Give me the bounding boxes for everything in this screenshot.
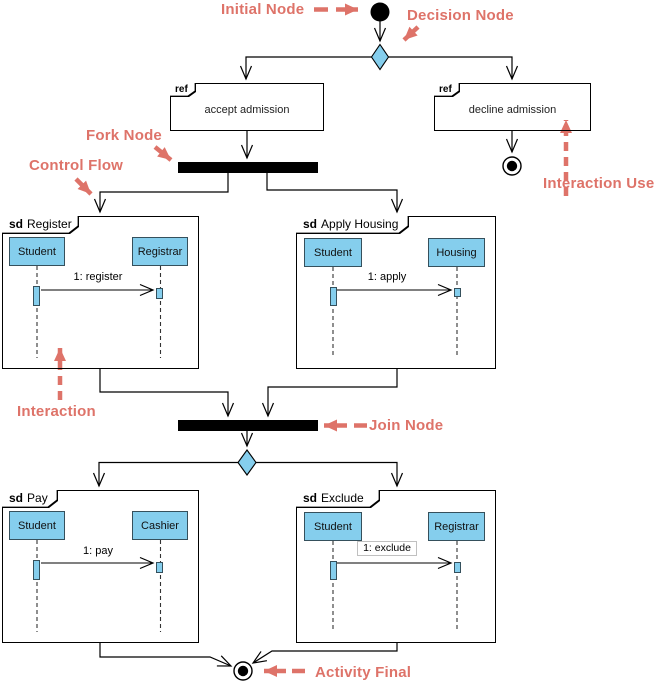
ref-frame-tab: ref: [170, 83, 196, 97]
edge-merge-to-pay: [92, 461, 238, 488]
sd-keyword: sd: [303, 491, 318, 506]
fork-node-pointer-arrow: [153, 145, 173, 162]
edge-pay-to-final: [99, 642, 233, 667]
edge-apply-housing-to-join: [261, 368, 398, 418]
interaction-label: Interaction: [17, 403, 96, 420]
message-label: 1: register: [73, 271, 123, 283]
ref-frame-tab: ref: [434, 83, 460, 97]
control-flow-label: Control Flow: [29, 157, 124, 174]
lifeline-head: Registrar: [428, 512, 485, 541]
ref-keyword: ref: [175, 83, 188, 95]
activation-bar: [156, 288, 163, 299]
control-flow-pointer-arrow: [74, 177, 93, 196]
sd-frame-name: Apply Housing: [321, 217, 399, 232]
sd-keyword: sd: [9, 217, 24, 232]
activation-bar: [33, 286, 40, 306]
message-label: 1: apply: [367, 271, 407, 283]
sd-frame-name: Exclude: [321, 491, 364, 506]
message-label: 1: exclude: [327, 541, 447, 556]
decision-node-label: Decision Node: [407, 7, 514, 24]
join-node-bar: [178, 420, 318, 431]
initial-node-label: Initial Node: [221, 1, 305, 18]
lifeline-head: Student: [304, 512, 362, 541]
activity-final-node-bottom: [233, 661, 253, 681]
lifeline-head: Student: [304, 238, 362, 267]
edge-fork-to-apply-housing: [266, 173, 404, 214]
fork-node-bar: [178, 162, 318, 173]
merge-node: [237, 449, 257, 476]
join-node-label: Join Node: [369, 417, 444, 434]
activation-bar: [33, 560, 40, 580]
lifeline-head: Student: [9, 237, 65, 266]
activation-bar: [330, 561, 337, 580]
sd-frame-name: Register: [27, 217, 72, 232]
edge-register-to-join: [99, 368, 235, 418]
sd-keyword: sd: [9, 491, 24, 506]
decision-node-pointer-arrow: [402, 25, 420, 42]
ref-keyword: ref: [439, 83, 452, 95]
message-label-box: 1: exclude: [357, 541, 417, 556]
lifeline-head: Housing: [428, 238, 485, 267]
ref-frame-name: decline admission: [468, 104, 557, 116]
activation-bar: [156, 562, 163, 573]
message-label: 1: pay: [83, 545, 113, 557]
decision-node: [370, 43, 390, 71]
activity-final-node-right: [502, 156, 522, 176]
activation-bar: [454, 288, 461, 297]
lifeline-head: Student: [9, 511, 65, 540]
edge-exclude-to-final: [251, 642, 398, 664]
edge-decision-to-decline: [380, 56, 519, 81]
activation-bar: [330, 287, 337, 306]
edge-fork-to-register: [93, 173, 229, 214]
activity-final-label: Activity Final: [315, 664, 412, 681]
lifeline-head: Cashier: [132, 511, 188, 540]
edge-decision-to-accept: [239, 56, 380, 81]
interaction-use-label: Interaction Use: [543, 175, 655, 192]
ref-frame-accept-admission: ref accept admission: [170, 83, 324, 131]
ref-frame-decline-admission: ref decline admission: [434, 83, 591, 131]
activation-bar: [454, 562, 461, 573]
fork-node-label: Fork Node: [86, 127, 162, 144]
edge-merge-to-exclude: [256, 461, 404, 488]
sd-keyword: sd: [303, 217, 318, 232]
ref-frame-name: accept admission: [204, 104, 290, 116]
initial-node: [370, 2, 390, 22]
sd-frame-name: Pay: [27, 491, 48, 506]
lifeline-head: Registrar: [132, 237, 188, 266]
